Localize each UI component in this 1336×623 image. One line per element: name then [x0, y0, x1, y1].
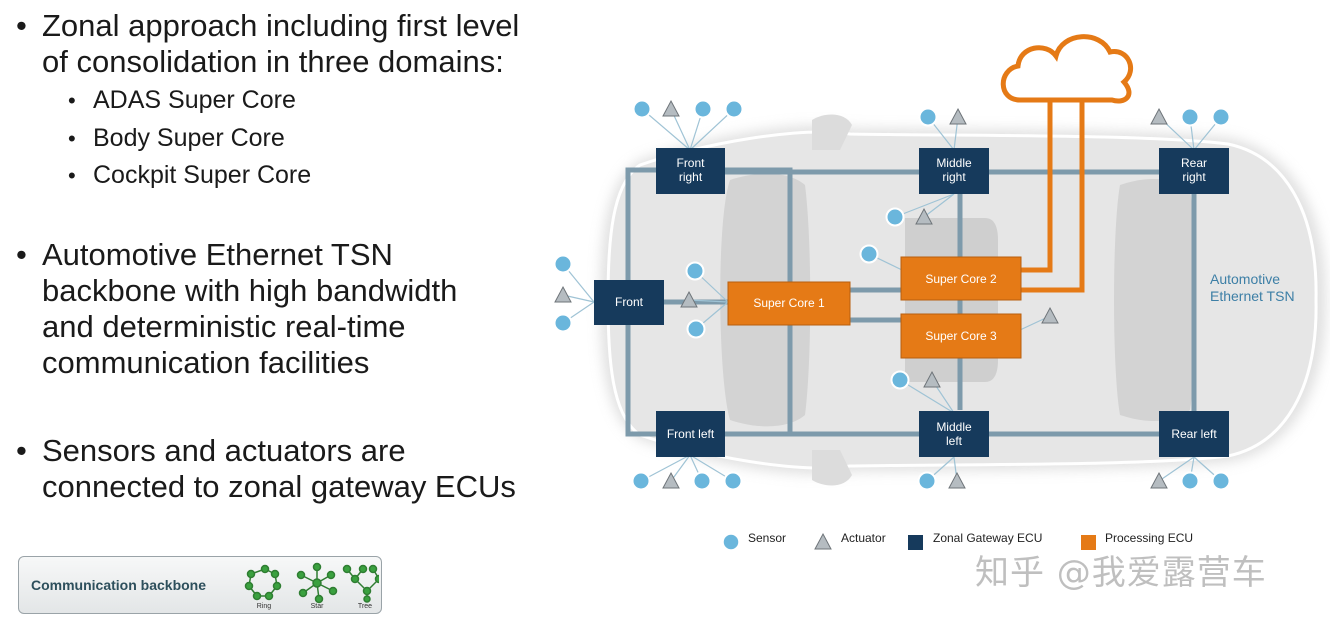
bullet-zonal-approach: • Zonal approach including first level o…: [16, 8, 586, 80]
sub-bullet-cockpit: Cockpit Super Core: [93, 161, 312, 189]
bullet-list: • Zonal approach including first level o…: [16, 8, 586, 505]
bullet-sensors-actuators: • Sensors and actuators are connected to…: [16, 433, 586, 505]
cloud-uplink-lines: [1020, 100, 1085, 293]
sensor-circle-icon: [685, 261, 705, 281]
legend-zonal-gateway-icon: [908, 535, 923, 550]
legend-sensor-icon: [722, 533, 740, 551]
sensor-circle-icon: [1211, 107, 1231, 127]
sensor-circle-icon: [918, 107, 938, 127]
actuator-triangle-icon: [662, 99, 680, 117]
sub-bullet-list: •ADAS Super Core •Body Super Core •Cockp…: [68, 82, 586, 195]
ecu-rear-left[interactable]: Rear left: [1159, 411, 1229, 457]
legend-actuator-icon: [814, 532, 832, 550]
sensor-circle-icon: [631, 471, 651, 491]
ecu-super-core-3-label: Super Core 3: [925, 329, 997, 343]
legend-sensor-label: Sensor: [748, 531, 786, 545]
sensor-circle-icon: [693, 99, 713, 119]
sensor-circle-icon: [632, 99, 652, 119]
sensor-circle-icon: [1211, 471, 1231, 491]
actuator-triangle-icon: [949, 107, 967, 125]
legend-processing-icon: [1081, 535, 1096, 550]
sensor-circle-icon: [859, 244, 879, 264]
sub-bullet-item: •ADAS Super Core: [68, 82, 586, 120]
ecu-front[interactable]: Front: [594, 280, 664, 325]
tree-topology-label: Tree: [358, 603, 372, 610]
communication-backbone-label: Communication backbone: [31, 577, 207, 593]
legend-actuator-label: Actuator: [841, 531, 886, 545]
sensor-circle-icon: [1180, 471, 1200, 491]
sensor-circle-icon: [917, 471, 937, 491]
legend: Sensor Actuator Zonal Gateway ECU Proces…: [722, 531, 1193, 551]
watermark: 知乎 @我爱露营车: [975, 553, 1267, 593]
sub-bullet-item: •Cockpit Super Core: [68, 157, 586, 195]
bullet-zonal-approach-text: Zonal approach including first level of …: [42, 8, 520, 79]
tree-topology-icon: [342, 564, 379, 603]
sensor-connection-lines: [562, 108, 1222, 482]
sensor-circle-icon: [890, 370, 910, 390]
actuator-triangle-icon: [662, 471, 680, 489]
ecu-front-left[interactable]: Front left: [656, 411, 725, 457]
actuator-triangle-icon: [1150, 471, 1168, 489]
legend-zonal-gateway-label: Zonal Gateway ECU: [933, 531, 1042, 545]
actuator-triangle-icon: [948, 471, 966, 489]
bullet-dot: •: [16, 236, 27, 272]
star-topology-icon: [296, 562, 338, 604]
sub-bullet-item: •Body Super Core: [68, 120, 586, 158]
ecu-super-core-2[interactable]: Super Core 2: [900, 256, 1022, 301]
sensor-circle-icon: [724, 99, 744, 119]
actuator-triangle-icon: [915, 207, 933, 225]
actuator-triangle-icon: [554, 285, 572, 303]
bullet-ethernet-tsn-text: Automotive Ethernet TSN backbone with hi…: [42, 236, 458, 380]
actuator-triangle-icon: [680, 290, 698, 308]
ecu-super-core-2-label: Super Core 2: [925, 272, 997, 286]
bullet-dot: •: [16, 8, 27, 43]
sub-bullet-body: Body Super Core: [93, 123, 285, 152]
sensor-circle-icon: [723, 471, 743, 491]
sensor-circle-icon: [686, 319, 706, 339]
topology-icons: Ring Star Tree: [244, 562, 379, 610]
actuator-triangle-icon: [1150, 107, 1168, 125]
actuator-triangle-icon: [1041, 306, 1059, 324]
ring-topology-icon: [244, 564, 282, 601]
sensor-circle-icon: [885, 207, 905, 227]
sensor-circle-icon: [553, 254, 573, 274]
communication-backbone-box: Communication backbone Ring Star Tree: [18, 556, 382, 614]
bullet-ethernet-tsn: • Automotive Ethernet TSN backbone with …: [16, 237, 586, 381]
sensor-circle-icon: [1180, 107, 1200, 127]
ring-topology-label: Ring: [257, 603, 272, 610]
ecu-front-label: Front: [615, 295, 644, 309]
sensor-group: [553, 99, 1231, 491]
actuator-group: [554, 99, 1168, 489]
actuator-triangle-icon: [923, 370, 941, 388]
cloud-icon: [1000, 34, 1133, 104]
ecu-rear-left-label: Rear left: [1171, 427, 1217, 441]
ecu-super-core-1-label: Super Core 1: [753, 296, 825, 310]
sub-bullet-adas: ADAS Super Core: [93, 86, 296, 114]
bullet-dot: •: [16, 432, 27, 468]
ecu-front-left-label: Front left: [667, 427, 715, 441]
bullet-sensors-actuators-text: Sensors and actuators are connected to z…: [42, 432, 516, 504]
sensor-circle-icon: [692, 471, 712, 491]
legend-processing-label: Processing ECU: [1105, 531, 1193, 545]
ecu-super-core-3[interactable]: Super Core 3: [900, 313, 1022, 359]
sensor-circle-icon: [553, 313, 573, 333]
star-topology-label: Star: [311, 603, 325, 610]
ecu-super-core-1[interactable]: Super Core 1: [727, 281, 851, 326]
